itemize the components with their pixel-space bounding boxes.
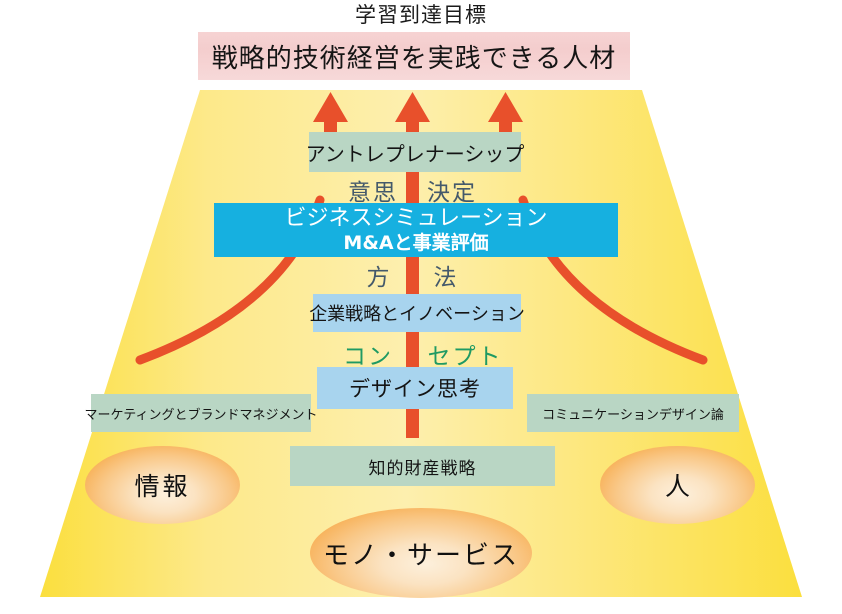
foundation-people-label: 人: [664, 472, 690, 501]
stage-label-method-left: 方: [366, 265, 392, 291]
stage-label-decision-left: 意思: [348, 180, 398, 206]
box-communication-design-label: コミュニケーションデザイン論: [542, 407, 724, 423]
box-ip-strategy-label: 知的財産戦略: [368, 458, 477, 479]
box-business-simulation[interactable]: ビジネスシミュレーション M&Aと事業評価: [214, 203, 618, 257]
foundation-information: 情報: [85, 446, 240, 524]
stage-label-concept-left: コン: [343, 344, 393, 370]
page-title: 学習到達目標: [355, 3, 487, 27]
foundation-goods-services: モノ・サービス: [310, 508, 532, 598]
box-ip-strategy[interactable]: 知的財産戦略: [290, 446, 555, 486]
box-design-thinking-label: デザイン思考: [349, 377, 481, 401]
stage-label-method-right: 法: [433, 265, 459, 291]
foundation-goods-services-label: モノ・サービス: [322, 540, 519, 571]
box-business-simulation-line2: M&Aと事業評価: [343, 231, 489, 254]
box-communication-design[interactable]: コミュニケーションデザイン論: [527, 394, 739, 432]
box-marketing-brand[interactable]: マーケティングとブランドマネジメント: [85, 394, 317, 432]
box-corporate-strategy-label: 企業戦略とイノベーション: [309, 304, 525, 325]
box-business-simulation-line1: ビジネスシミュレーション: [284, 205, 548, 231]
box-corporate-strategy[interactable]: 企業戦略とイノベーション: [309, 294, 525, 332]
goal-banner: 戦略的技術経営を実践できる人材: [198, 32, 630, 80]
foundation-people: 人: [600, 446, 755, 524]
box-design-thinking[interactable]: デザイン思考: [317, 367, 513, 409]
stage-label-decision-right: 決定: [427, 180, 477, 206]
foundation-information-label: 情報: [134, 472, 191, 501]
stage-label-concept-right: セプト: [427, 344, 503, 370]
box-marketing-brand-label: マーケティングとブランドマネジメント: [84, 407, 318, 423]
box-entrepreneurship-label: アントレプレナーシップ: [305, 141, 525, 166]
box-entrepreneurship[interactable]: アントレプレナーシップ: [306, 132, 524, 172]
